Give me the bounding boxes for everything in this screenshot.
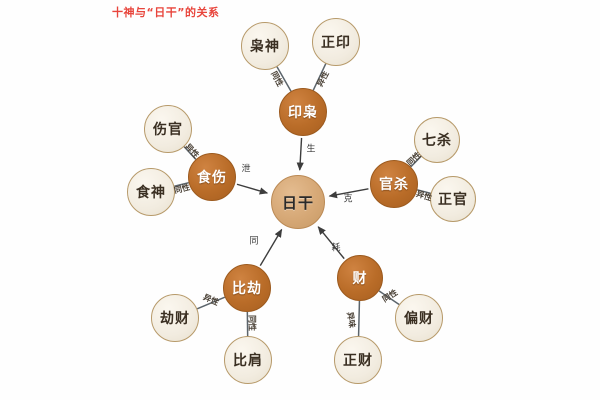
node-label: 食伤: [197, 170, 227, 186]
node-label: 正印: [321, 35, 351, 51]
node-label: 日干: [281, 193, 314, 212]
page-title: 十神与“日干”的关系: [112, 6, 220, 19]
leaf-node-zhengcai[interactable]: 正财: [334, 336, 382, 384]
arrow-label-yinxiao: 生: [306, 144, 316, 155]
edge: [236, 183, 269, 195]
node-label: 食神: [136, 185, 166, 201]
leaf-node-bijian[interactable]: 比肩: [224, 336, 272, 384]
hub-node-guansha[interactable]: 官杀: [370, 160, 418, 208]
arrow-label-shishang: 泄: [241, 164, 251, 175]
node-label: 正官: [438, 192, 468, 208]
edge: [259, 228, 283, 266]
edge: [312, 63, 327, 91]
node-label: 枭神: [250, 39, 280, 55]
leaf-node-shishen[interactable]: 食神: [127, 168, 175, 216]
node-label: 官杀: [379, 177, 409, 193]
hub-node-shishang[interactable]: 食伤: [188, 153, 236, 201]
leaf-node-jiecai[interactable]: 劫财: [151, 294, 199, 342]
node-label: 伤官: [153, 122, 183, 138]
arrow-label-bijie: 同: [249, 236, 259, 247]
node-label: 正财: [343, 353, 373, 369]
leaf-node-piancai[interactable]: 偏财: [395, 294, 443, 342]
leaf-node-xiaoshen[interactable]: 枭神: [241, 22, 289, 70]
node-label: 比劫: [232, 281, 262, 297]
node-label: 财: [352, 271, 368, 287]
edge: [183, 146, 197, 160]
leaf-node-zhengyin[interactable]: 正印: [312, 18, 360, 66]
edge-label-bijian: 同性: [247, 315, 257, 331]
hub-node-yinxiao[interactable]: 印枭: [279, 88, 327, 136]
edge: [276, 66, 292, 92]
node-label: 七杀: [422, 133, 452, 149]
node-label: 印枭: [288, 105, 318, 121]
hub-node-bijie[interactable]: 比劫: [223, 264, 271, 312]
node-label: 劫财: [160, 311, 190, 327]
leaf-node-zhengguan[interactable]: 正官: [430, 176, 476, 222]
arrow-label-guansha: 克: [343, 194, 353, 205]
node-label: 比肩: [233, 353, 263, 369]
edge: [357, 300, 361, 337]
center-node-riganv[interactable]: 日干: [271, 175, 325, 229]
edge: [296, 137, 304, 171]
edge: [317, 226, 345, 260]
edge: [410, 155, 422, 168]
leaf-node-shangguan[interactable]: 伤官: [144, 105, 192, 153]
edge: [174, 182, 189, 187]
edge: [196, 296, 226, 310]
node-label: 偏财: [404, 311, 434, 327]
edge: [417, 189, 431, 195]
leaf-node-qisha[interactable]: 七杀: [414, 117, 460, 163]
arrow-label-cai: 耗: [331, 243, 341, 254]
hub-node-cai[interactable]: 财: [337, 255, 383, 301]
edge: [378, 290, 400, 306]
edge: [328, 188, 369, 199]
